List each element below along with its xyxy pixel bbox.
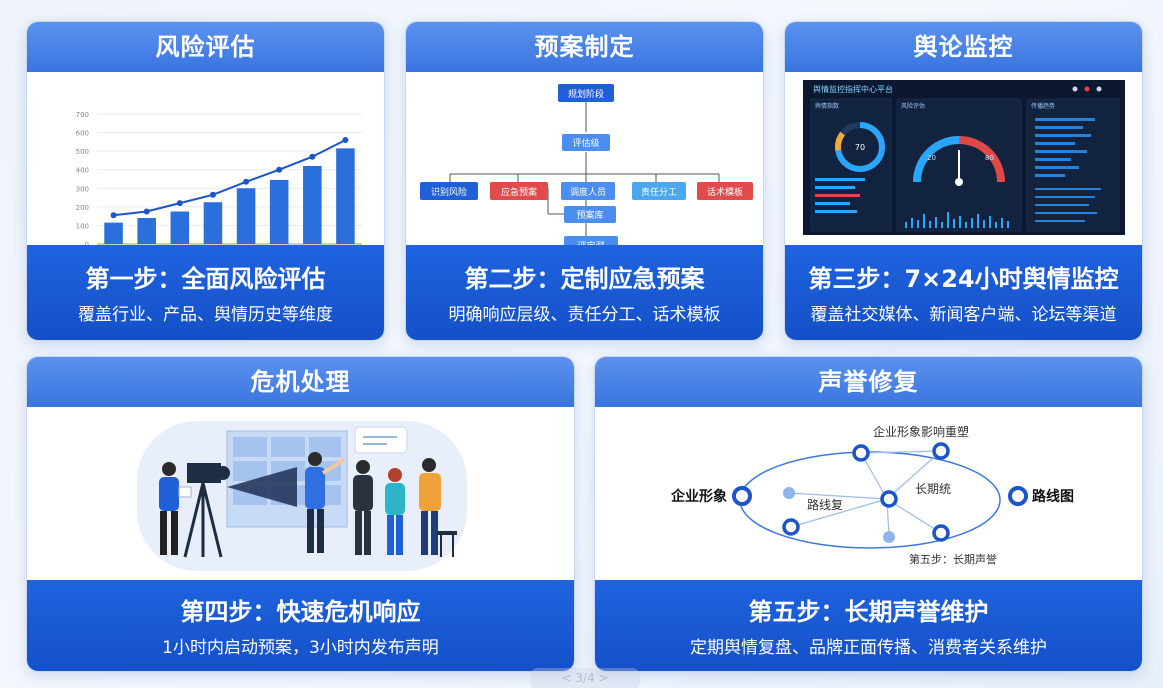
network-node-center: [880, 490, 898, 508]
dashboard-status-icon: [1072, 86, 1078, 92]
spokesperson-figure: [308, 452, 322, 466]
card-reputation-repair: 声誉修复 企业形象影响重塑 企业形象 路线图: [594, 356, 1143, 672]
network-node-top-left: [852, 444, 870, 462]
flow-node-3d: [632, 182, 686, 200]
network-label-right: 路线图: [1032, 488, 1074, 505]
dashboard-alert-icon: [1084, 86, 1090, 92]
network-node-right: [1008, 486, 1028, 506]
card-title: 舆论监控: [785, 22, 1142, 72]
bar: [137, 218, 156, 244]
flow-node-3a-label: 识别风险: [431, 186, 467, 198]
step-description: 1小时内启动预案，3小时内发布声明: [162, 638, 439, 658]
flow-node-3e-label: 话术模板: [707, 186, 743, 198]
dashboard-title: 舆情监控指挥中心平台: [813, 84, 893, 94]
trend-line: [113, 139, 346, 217]
pagination-indicator[interactable]: < 3/4 >: [530, 668, 640, 688]
flow-node-top: [558, 84, 614, 102]
flow-node-3b-label: 应急预案: [501, 186, 537, 198]
network-label-center: 长期统: [915, 482, 951, 496]
step-title: 第四步：快速危机响应: [180, 598, 421, 626]
bar: [170, 211, 190, 244]
trend-point: [143, 208, 150, 215]
y-tick-label: 600: [76, 130, 89, 138]
network-node-bottom-left: [782, 518, 800, 536]
crisis-press-illustration: [137, 421, 467, 571]
card-title: 危机处理: [27, 357, 574, 407]
network-dot-2: [883, 531, 895, 543]
step-title: 第一步：全面风险评估: [85, 265, 326, 293]
y-tick-label: 100: [76, 222, 89, 230]
card-plan-formulation: 预案制定 规划阶段 评估级 识别风险: [405, 21, 764, 341]
bar: [203, 202, 223, 244]
panel-mid-title: 风险评估: [901, 102, 925, 110]
card-title: 预案制定: [406, 22, 763, 72]
card-title: 声誉修复: [595, 357, 1142, 407]
flow-node-second: [562, 134, 610, 151]
gauge-value-1: 70: [855, 143, 865, 152]
network-node-top-right: [932, 442, 950, 460]
card-crisis-handling: 危机处理: [26, 356, 575, 672]
bar: [336, 148, 355, 244]
flow-node-3c: [561, 182, 615, 200]
video-camera-icon: [187, 463, 221, 483]
step-title: 第二步：定制应急预案: [464, 265, 705, 293]
bar-chart: 0100200300400500600700 1月2月3月4月5月6月7月8月: [76, 111, 362, 258]
speech-bubble-icon: [354, 426, 408, 454]
flow-node-3d-label: 责任分工: [641, 186, 677, 198]
y-tick-label: 400: [76, 167, 89, 175]
trend-point: [342, 137, 349, 143]
network-label-left: 企业形象: [670, 488, 727, 505]
sentiment-ring: [835, 122, 885, 172]
step-description: 覆盖社交媒体、新闻客户端、论坛等渠道: [810, 305, 1117, 325]
flow-node-top-label: 规划阶段: [568, 88, 604, 100]
reputation-network-diagram: 企业形象影响重塑 企业形象 路线图 长期统 路线复 第五步：长期声誉: [670, 424, 1074, 566]
step-description: 明确响应层级、责任分工、话术模板: [448, 305, 721, 325]
flow-node-3c-label: 调度人员: [570, 186, 606, 198]
card-title: 风险评估: [27, 22, 384, 72]
trend-point: [110, 212, 117, 219]
dashboard-user-icon: [1096, 86, 1102, 92]
bar: [104, 222, 123, 244]
step-title: 第三步：7×24小时舆情监控: [808, 265, 1119, 293]
card-opinion-monitoring: 舆论监控 舆情监控指挥中心平台 舆情指数 70 风险评估: [784, 21, 1143, 341]
flow-node-fourth-label: 预案库: [576, 209, 603, 221]
trend-point: [309, 153, 316, 160]
bar: [303, 166, 322, 244]
risk-gauge-arc: [913, 136, 960, 183]
flow-node-fourth: [564, 206, 616, 223]
card-risk-assessment: 风险评估 0100200300400500600700 1月2月3月4月5月6月…: [26, 21, 385, 341]
network-dot-1: [783, 487, 795, 499]
flowchart: 规划阶段 评估级 识别风险 应急预案 调度人员 责任分工 话术模板 预案库 评审…: [420, 84, 753, 254]
network-node-left: [732, 486, 752, 506]
y-tick-label: 500: [76, 148, 89, 156]
flow-node-3a: [420, 182, 478, 200]
bar: [236, 188, 256, 244]
panel-left-title: 舆情指数: [815, 102, 839, 110]
flow-node-3e: [697, 182, 753, 200]
trend-point: [176, 200, 183, 207]
panel-right-title: 传播趋势: [1031, 102, 1055, 110]
trend-point: [276, 166, 283, 173]
network-label-bottom: 第五步：长期声誉: [909, 552, 997, 566]
y-tick-label: 200: [76, 204, 89, 212]
y-tick-label: 300: [76, 185, 89, 193]
y-tick-label: 700: [76, 111, 89, 119]
network-label-center-left: 路线复: [807, 497, 843, 512]
step-title: 第五步：长期声誉维护: [748, 598, 989, 626]
flow-node-second-label: 评估级: [572, 137, 599, 149]
gauge-value-3: 80: [985, 154, 994, 162]
step-description: 定期舆情复盘、品牌正面传播、消费者关系维护: [690, 638, 1047, 658]
flow-node-3b: [490, 182, 548, 200]
trend-point: [243, 178, 250, 185]
gauge-value-2: 20: [927, 154, 936, 162]
network-node-bottom-right: [932, 524, 950, 542]
bar: [269, 179, 289, 244]
monitoring-dashboard: 舆情监控指挥中心平台 舆情指数 70 风险评估 20 80: [803, 80, 1125, 235]
step-description: 覆盖行业、产品、舆情历史等维度: [78, 305, 333, 325]
trend-point: [209, 191, 216, 198]
network-label-top: 企业形象影响重塑: [873, 424, 969, 439]
